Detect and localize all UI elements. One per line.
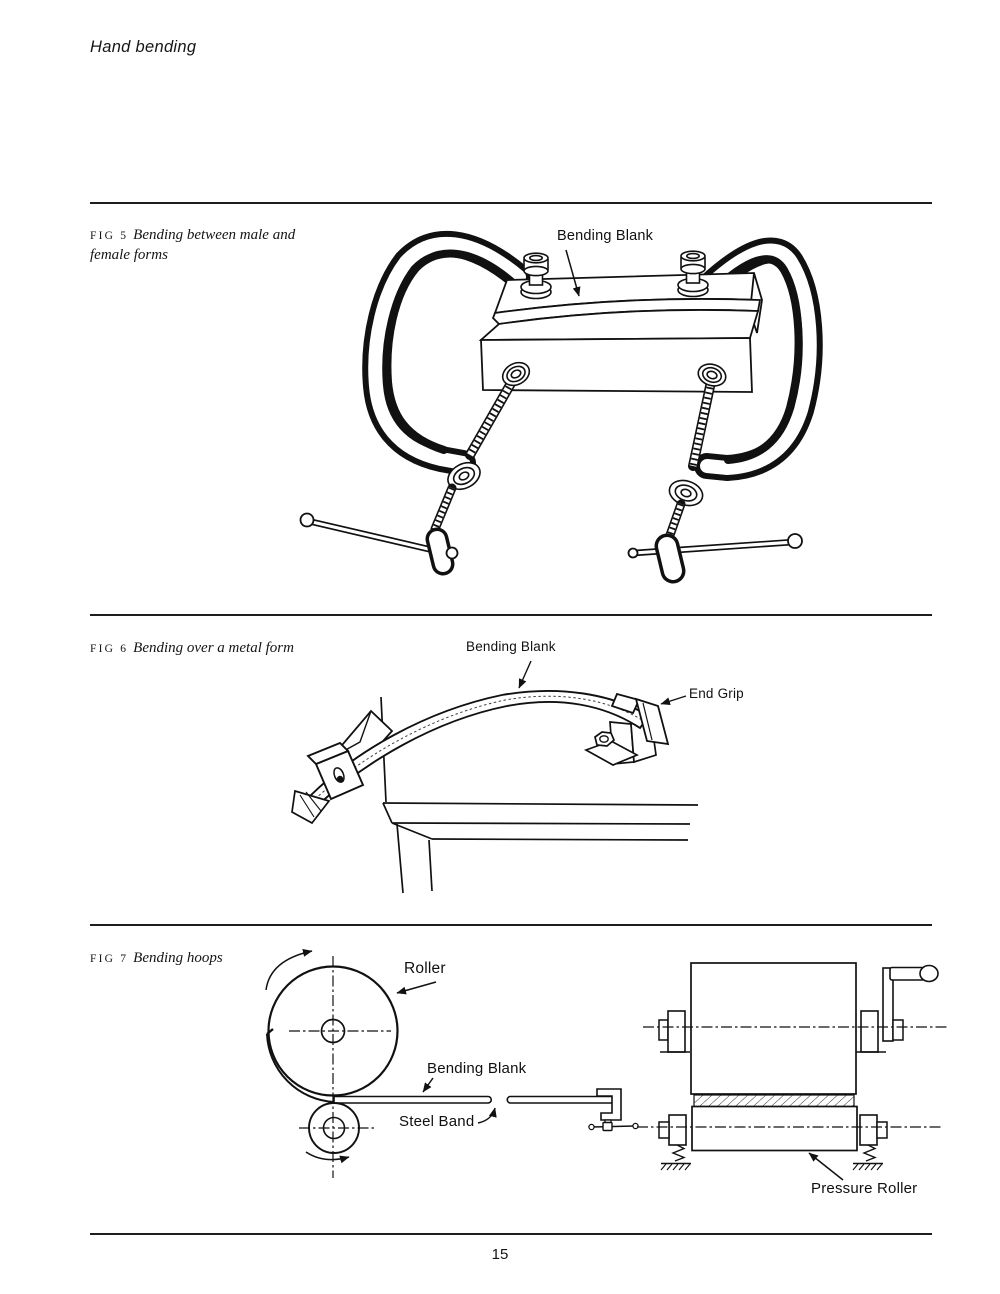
fig7-label-steel-band: Steel Band — [399, 1113, 475, 1130]
fig5-illustration — [299, 230, 823, 584]
strip-tail — [291, 789, 331, 825]
running-head: Hand bending — [90, 38, 197, 56]
fig6-illustration — [291, 660, 699, 894]
fig7-label-bending-blank: Bending Blank — [427, 1060, 527, 1077]
end-grip — [610, 692, 670, 746]
fig7-tag: FIG 7 — [90, 953, 129, 965]
angle-bracket — [583, 717, 657, 766]
fig5-caption: FIG 5 Bending between male and female for… — [90, 226, 370, 265]
fig6-caption: FIG 6 Bending over a metal form — [90, 639, 390, 659]
fig7-illustration — [265, 948, 948, 1181]
left-clamp-screw — [299, 361, 531, 576]
blank-between-rollers — [693, 1094, 855, 1108]
crank-handle — [882, 964, 939, 1042]
fig7-bending-blank-arrow — [422, 1077, 434, 1093]
fig6-label-end-grip: End Grip — [689, 686, 744, 701]
fig5-caption-line1: Bending between male and — [133, 227, 296, 243]
spring-left — [660, 1144, 691, 1171]
page-number: 15 — [491, 1246, 509, 1263]
bending-blank-strip-right — [506, 1095, 617, 1104]
bench-clamp — [588, 1088, 639, 1132]
rotation-arrow-top — [265, 948, 313, 991]
fig5-bending-blank-arrow — [565, 249, 581, 297]
top-roller — [658, 962, 939, 1095]
form-bolt-left — [520, 252, 552, 300]
fig7-label-pressure-roller: Pressure Roller — [811, 1180, 918, 1197]
spring-right — [852, 1144, 883, 1171]
left-g-clamp — [362, 230, 532, 476]
bending-blank-strip-left — [333, 1095, 492, 1104]
fig6-bending-blank-arrow — [518, 660, 532, 689]
section-divider-3 — [90, 924, 932, 926]
fig7-label-roller: Roller — [404, 960, 446, 977]
fig7-pressure-roller-arrow — [808, 1152, 844, 1181]
fig5-label-bending-blank: Bending Blank — [557, 228, 654, 244]
rotation-arrow-bottom — [305, 1151, 350, 1164]
right-clamp-screw — [627, 363, 803, 584]
clamp-block — [306, 741, 365, 801]
fig7-caption-line1: Bending hoops — [133, 950, 223, 966]
fig7-caption: FIG 7 Bending hoops — [90, 949, 390, 969]
strip-wrap — [266, 1028, 335, 1103]
fig7-roller-arrow — [396, 981, 437, 995]
section-divider-1 — [90, 202, 932, 204]
fig6-end-grip-arrow — [660, 695, 687, 706]
fig7-steel-band-arrow — [477, 1107, 497, 1124]
fig5-tag: FIG 5 — [90, 230, 129, 242]
fig6-caption-line1: Bending over a metal form — [133, 640, 294, 656]
centerlines — [289, 956, 948, 1178]
fig5-caption-line2: female forms — [90, 247, 168, 263]
right-g-clamp — [694, 237, 823, 482]
section-divider-2 — [90, 614, 932, 616]
fig6-tag: FIG 6 — [90, 643, 129, 655]
pressure-roller — [658, 1105, 888, 1171]
form-bolt-right — [677, 250, 709, 298]
fig6-label-bending-blank: Bending Blank — [466, 639, 556, 654]
footer-divider — [90, 1233, 932, 1235]
